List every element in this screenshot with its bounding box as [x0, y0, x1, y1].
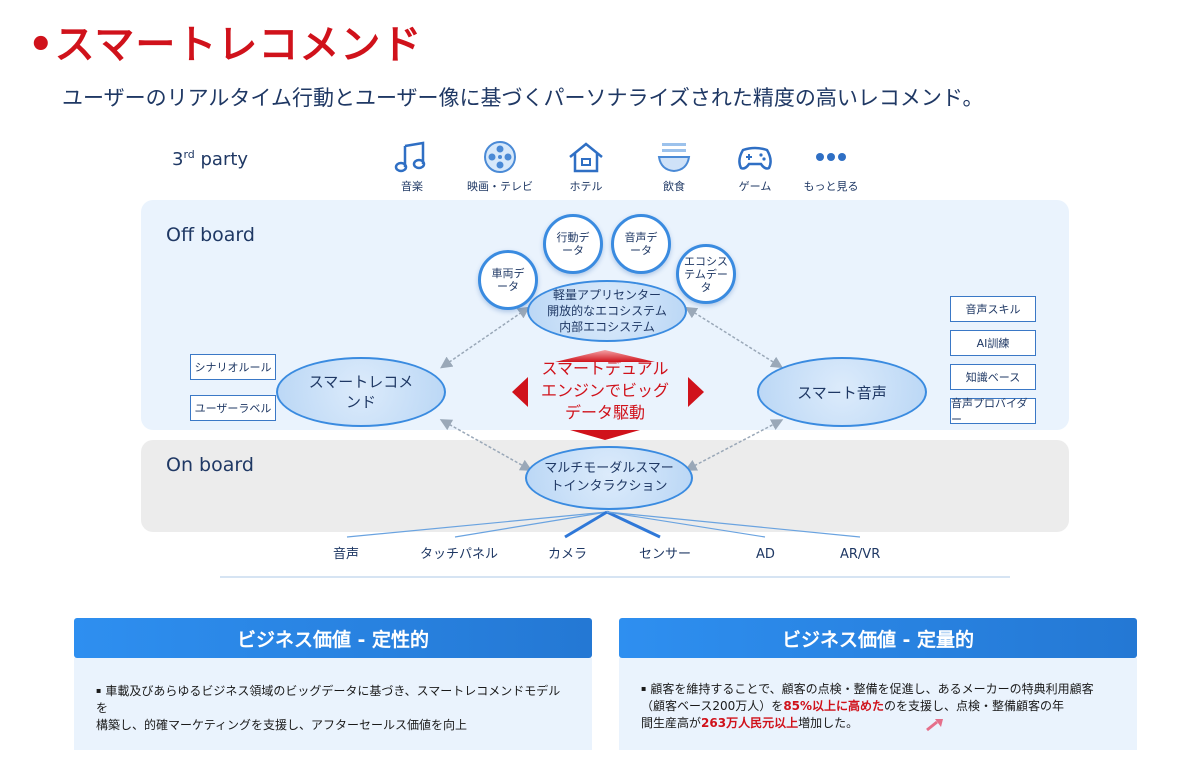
- input-sensor: センサー: [639, 547, 692, 562]
- data-bubble-ecosystem: エコシステムデータ: [676, 244, 736, 304]
- more-dots-icon: [816, 153, 846, 161]
- input-line-voice: [346, 511, 608, 538]
- input-line-arvr: [606, 511, 861, 538]
- connector-right-top: [684, 306, 784, 369]
- third-party-music: 音楽: [372, 140, 452, 194]
- smart-voice-node: スマート音声: [757, 357, 927, 427]
- data-bubble-vehicle: 車両データ: [478, 250, 538, 310]
- input-camera: カメラ: [548, 547, 588, 562]
- third-party-game-label: ゲーム: [738, 180, 772, 193]
- tag-user-labels: ユーザーラベル: [190, 395, 276, 421]
- onboard-label: On board: [166, 454, 254, 476]
- third-party-food-label: 飲食: [663, 180, 685, 193]
- tag-knowledge-base: 知識ベース: [950, 364, 1036, 390]
- connector-left-top: [440, 306, 530, 369]
- engine-arrow-down: [570, 430, 640, 440]
- third-party-food: 飲食: [634, 140, 714, 194]
- input-line-camera: [564, 510, 608, 539]
- qualitative-value-body: ▪車載及びあらゆるビジネス領域のビッグデータに基づき、スマートレコメンドモデルを…: [74, 658, 592, 750]
- dual-engine-text: スマートデュアルエンジンでビッグデータ駆動: [540, 359, 669, 422]
- third-party-film: 映画・テレビ: [460, 140, 540, 194]
- smart-recommend-node: スマートレコメンド: [276, 357, 446, 427]
- data-bubble-voice: 音声データ: [611, 214, 671, 274]
- qualitative-value-header: ビジネス価値 - 定性的: [74, 618, 592, 658]
- third-party-label: 3rd party: [172, 148, 249, 170]
- third-party-hotel: ホテル: [546, 140, 626, 194]
- gamepad-icon: [738, 146, 772, 170]
- quantitative-value-body: ▪顧客を維持することで、顧客の点検・整備を促進し、あるメーカーの特典利用顧客 （…: [619, 658, 1137, 750]
- tag-scenario-rules: シナリオルール: [190, 354, 276, 380]
- third-party-more: もっと見る: [791, 140, 871, 194]
- input-line-ad: [606, 511, 766, 538]
- connector-left-bottom: [439, 419, 533, 471]
- quantitative-value-header: ビジネス価値 - 定量的: [619, 618, 1137, 658]
- engine-arrow-left: [512, 377, 528, 407]
- third-party-film-label: 映画・テレビ: [467, 180, 533, 193]
- tag-voice-provider: 音声プロバイダー: [950, 397, 1036, 426]
- house-icon: [569, 142, 603, 173]
- connector-right-bottom: [684, 419, 784, 471]
- offboard-label: Off board: [166, 224, 255, 246]
- third-party-game: ゲーム: [715, 140, 795, 194]
- tag-ai-training: AI訓練: [950, 330, 1036, 356]
- input-ar-vr: AR/VR: [840, 547, 881, 562]
- input-touch-panel: タッチパネル: [420, 547, 499, 562]
- engine-arrow-right: [688, 377, 704, 407]
- engine-arrow-up: [555, 350, 655, 362]
- third-party-music-label: 音楽: [401, 180, 423, 193]
- film-reel-icon: [484, 141, 516, 173]
- input-ad: AD: [756, 547, 775, 562]
- input-line-touch: [454, 511, 608, 538]
- music-icon: [394, 141, 426, 173]
- trend-up-icon: [926, 719, 943, 732]
- page-title: •スマートレコメンド: [28, 22, 423, 68]
- data-bubble-behavior: 行動データ: [543, 214, 603, 274]
- input-voice: 音声: [333, 547, 360, 562]
- tag-voice-skills: 音声スキル: [950, 296, 1036, 322]
- third-party-more-label: もっと見る: [803, 180, 859, 193]
- food-bowl-icon: [657, 143, 691, 173]
- third-party-hotel-label: ホテル: [569, 180, 603, 193]
- multimodal-interaction-node: マルチモーダルスマートインタラクション: [525, 446, 693, 510]
- input-line-sensor: [606, 510, 661, 539]
- app-center-node: 軽量アプリセンター開放的なエコシステム内部エコシステム: [527, 280, 687, 342]
- page-subtitle: ユーザーのリアルタイム行動とユーザー像に基づくパーソナライズされた精度の高いレコ…: [62, 86, 984, 110]
